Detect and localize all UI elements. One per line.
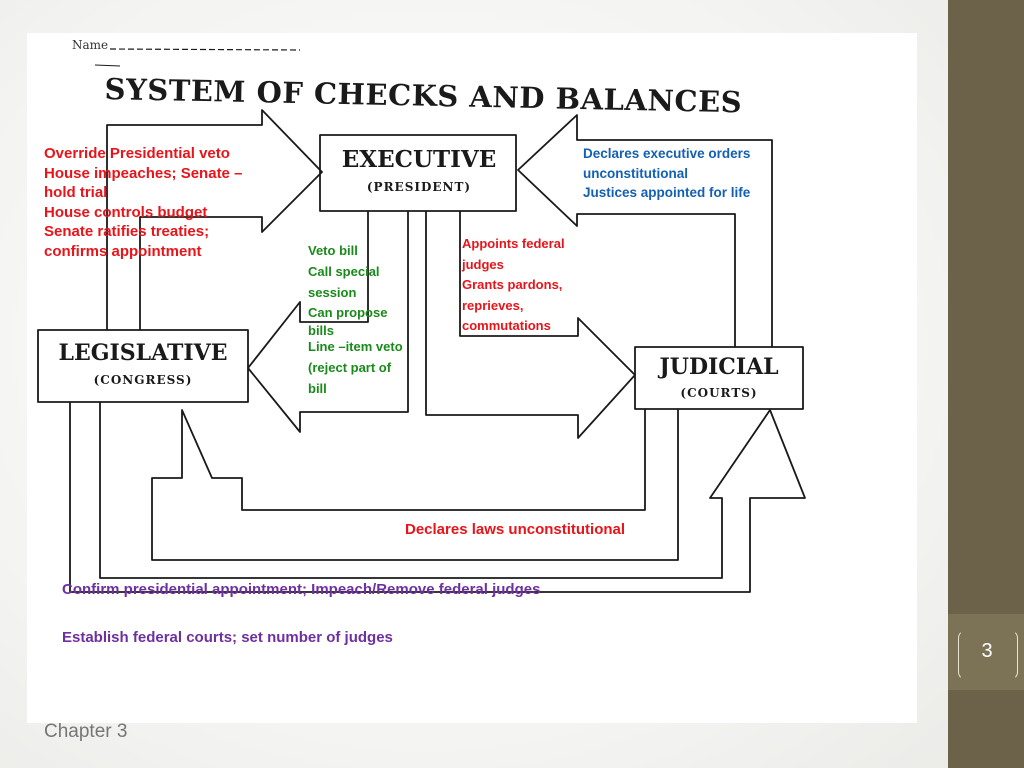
annotation-line: Override Presidential veto bbox=[44, 145, 230, 162]
arrow-executive-to-legislative bbox=[247, 211, 409, 433]
annotation-line: unconstitutional bbox=[583, 165, 688, 181]
executive-checks-judicial: Appoints federal judges Grants pardons, … bbox=[462, 234, 592, 337]
checks-balances-diagram bbox=[37, 48, 806, 593]
annotation-line: House impeaches; Senate – bbox=[44, 164, 243, 182]
legislative-checks-judicial-2: Establish federal courts; set number of … bbox=[62, 629, 393, 646]
arrow-judicial-to-executive bbox=[517, 114, 773, 347]
legislative-checks-judicial-1: Confirm presidential appointment; Impeac… bbox=[62, 581, 541, 598]
title-rule bbox=[94, 64, 121, 67]
executive-subtitle: (PRESIDENT) bbox=[366, 180, 472, 194]
annotation-line: judges bbox=[462, 256, 504, 272]
arrow-judicial-to-legislative bbox=[151, 409, 679, 561]
judicial-box bbox=[634, 346, 804, 410]
chapter-label: Chapter 3 bbox=[44, 721, 128, 742]
worksheet-image bbox=[27, 33, 917, 723]
legislative-title: LEGISLATIVE bbox=[58, 340, 228, 366]
annotation-line: bill bbox=[308, 380, 327, 396]
executive-checks-legislative: Veto bill Call special session Can propo… bbox=[308, 241, 428, 400]
arrow-executive-to-judicial bbox=[425, 211, 636, 439]
arrow-legislative-to-executive bbox=[106, 109, 323, 330]
annotation-line: Call special bbox=[308, 263, 380, 279]
annotation-line: House controls budget bbox=[44, 203, 208, 221]
judicial-title: JUDICIAL bbox=[659, 354, 779, 380]
annotation-line: reprieves, bbox=[462, 297, 524, 313]
annotation-line: (reject part of bbox=[308, 359, 392, 375]
judicial-checks-executive: Declares executive orders unconstitution… bbox=[583, 144, 783, 203]
annotation-line: Justices appointed for life bbox=[583, 185, 751, 201]
annotation-line: Veto bill bbox=[308, 243, 358, 258]
annotation-line: session bbox=[308, 284, 357, 300]
page-number-frame bbox=[958, 630, 1018, 680]
arrow-legislative-to-judicial bbox=[69, 402, 806, 593]
annotation-line: Senate ratifies treaties; bbox=[44, 223, 210, 240]
annotation-line: confirms appointment bbox=[44, 242, 202, 260]
annotation-line: Line –item veto bbox=[308, 339, 403, 355]
annotation-line: Declares executive orders bbox=[583, 146, 751, 161]
page-number: 3 bbox=[981, 640, 993, 662]
annotation-line: hold trial bbox=[44, 184, 108, 201]
annotation-line: commutations bbox=[462, 318, 551, 334]
name-label: Name bbox=[72, 38, 109, 52]
legislative-subtitle: (CONGRESS) bbox=[93, 373, 193, 387]
annotation-line: Can propose bbox=[308, 305, 388, 321]
annotation-line: Grants pardons, bbox=[462, 277, 563, 293]
judicial-subtitle: (COURTS) bbox=[680, 386, 758, 400]
judicial-checks-legislative: Declares laws unconstitutional bbox=[405, 521, 626, 538]
name-underline bbox=[109, 48, 301, 51]
executive-title: EXECUTIVE bbox=[341, 146, 497, 173]
annotation-line: Appoints federal bbox=[462, 236, 565, 251]
annotation-line: bills bbox=[308, 323, 335, 339]
legislative-box bbox=[37, 329, 249, 403]
legislative-checks-executive: Override Presidential veto House impeach… bbox=[44, 144, 294, 261]
